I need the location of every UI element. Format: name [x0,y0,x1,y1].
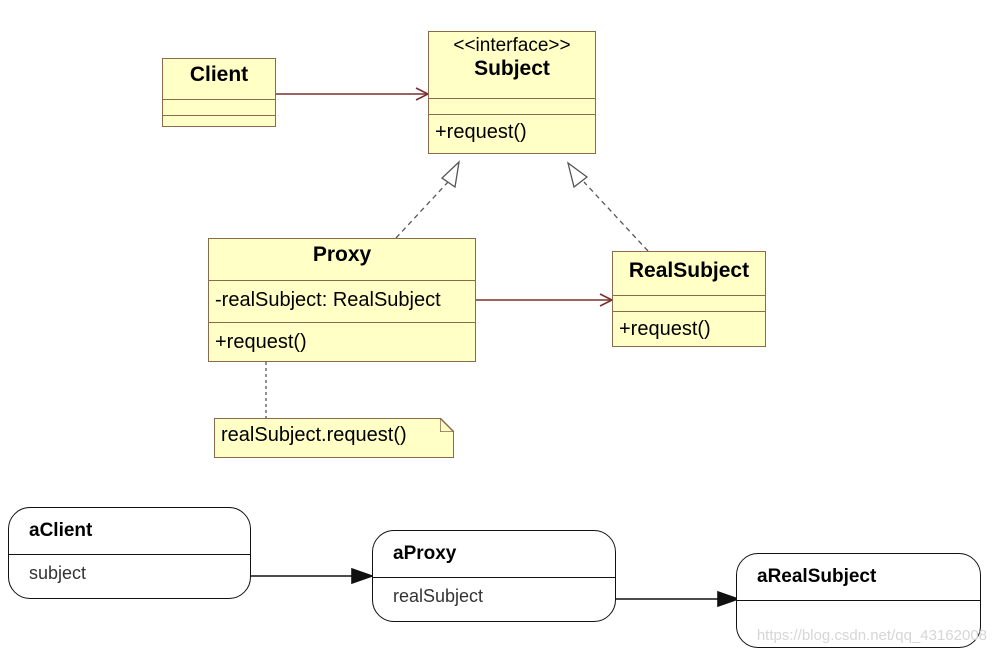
arealsubject-object-name: aRealSubject [757,566,877,587]
realsubject-operations-section: +request() [613,311,765,346]
proxy-attributes-section: -realSubject: RealSubject [209,280,475,322]
proxy-operation: +request() [215,331,307,353]
aproxy-object[interactable]: aProxy realSubject [372,530,616,622]
proxy-class[interactable]: Proxy -realSubject: RealSubject +request… [208,238,476,362]
arealsubject-object[interactable]: aRealSubject [736,553,981,648]
code-note-text: realSubject.request() [221,424,407,446]
proxy-operations-section: +request() [209,322,475,361]
aproxy-divider [373,577,615,578]
subject-operations-section: +request() [429,114,595,149]
aclient-divider [9,554,250,555]
aproxy-object-name: aProxy [393,543,457,564]
client-operations-section [163,115,275,129]
subject-interface[interactable]: <<interface>> Subject +request() [428,31,596,154]
aclient-field: subject [29,563,87,583]
subject-operation: +request() [435,121,527,143]
client-attributes-section [163,99,275,115]
code-note[interactable]: realSubject.request() [214,418,454,458]
subject-name: Subject [474,57,550,80]
realsubject-class-name: RealSubject [628,259,750,282]
aproxy-field: realSubject [393,586,484,606]
aclient-object[interactable]: aClient subject [8,507,251,599]
proxy-implements-subject-arrow [395,160,460,239]
client-class-name: Client [189,63,249,86]
realsubject-attributes-section [613,295,765,311]
client-to-subject-arrow [276,87,430,101]
proxy-attribute: -realSubject: RealSubject [215,289,441,311]
realsubject-class[interactable]: RealSubject +request() [612,251,766,347]
proxy-class-name: Proxy [312,243,372,266]
proxy-to-realsubject-arrow [476,293,614,307]
realsubject-implements-subject-arrow [566,161,649,252]
subject-stereotype: <<interface>> [453,35,571,56]
client-class[interactable]: Client [162,58,276,127]
realsubject-operation: +request() [619,318,711,340]
arealsubject-divider [737,600,980,601]
subject-attributes-section [429,98,595,114]
watermark: https://blog.csdn.net/qq_43162008 [756,627,987,644]
note-fold-corner [440,418,454,432]
aclient-object-name: aClient [29,520,93,541]
